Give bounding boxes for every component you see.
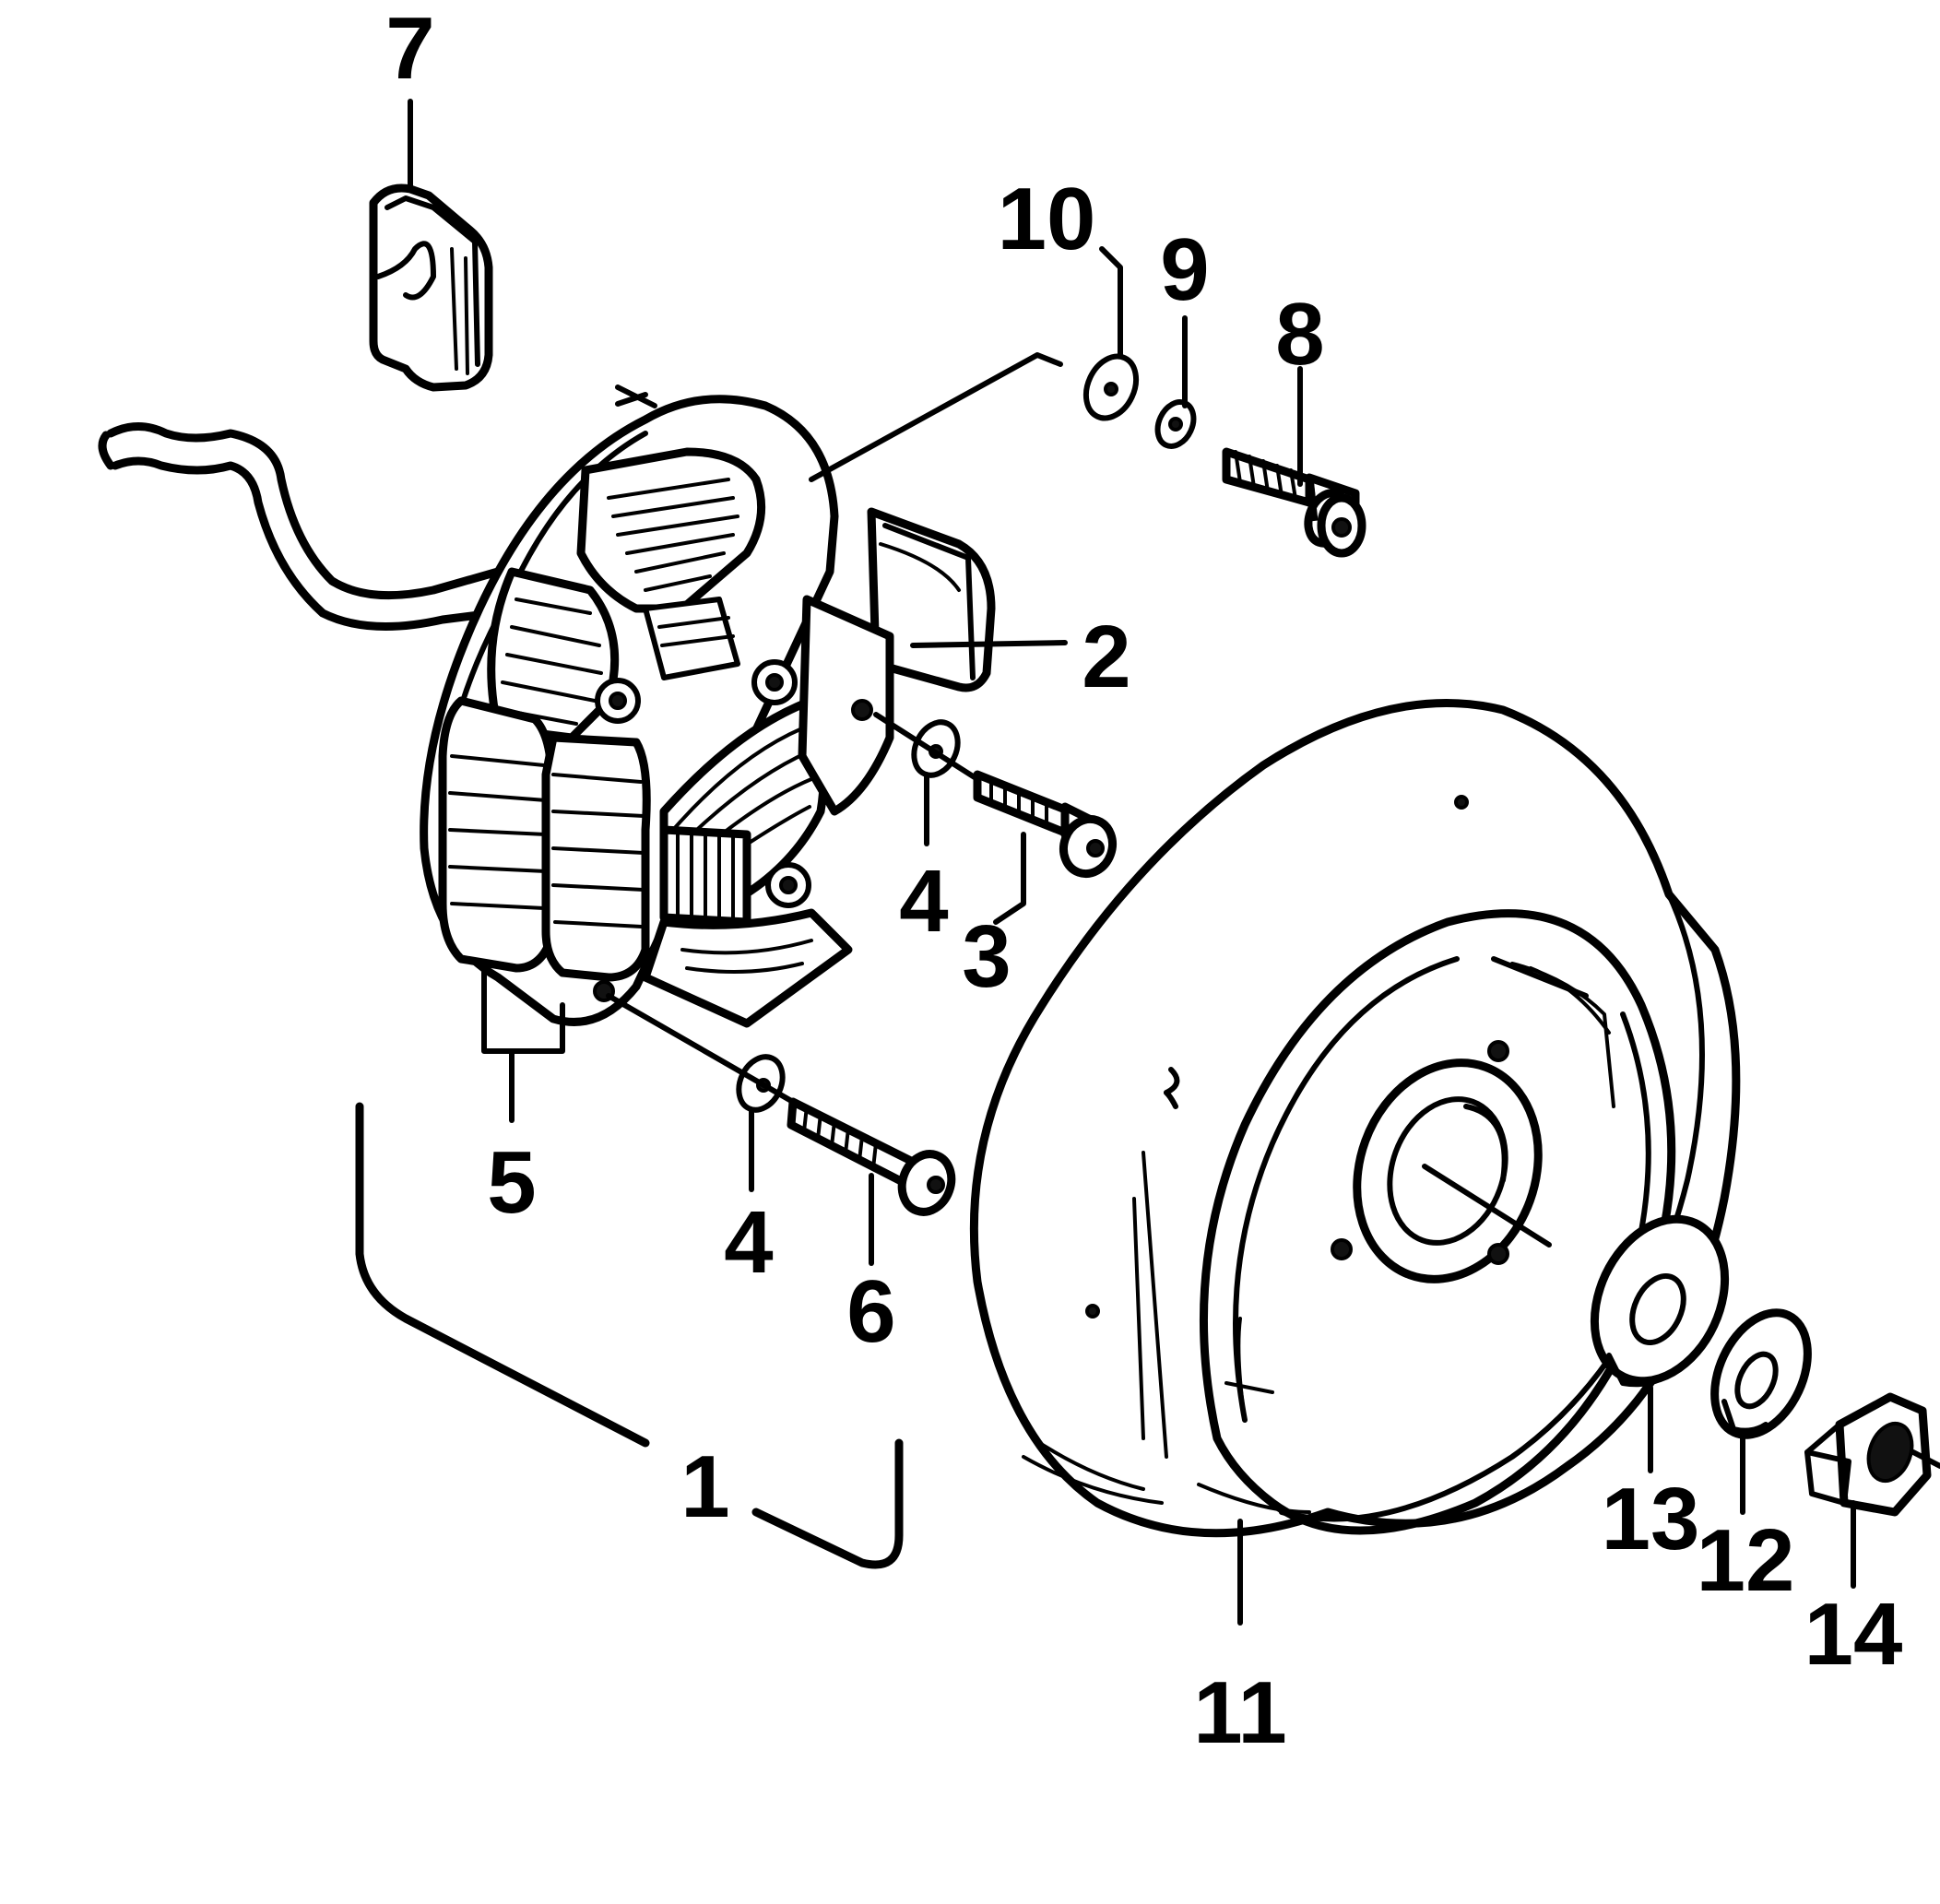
callout-9: 9 (1160, 220, 1209, 319)
washer-part-4-upper (911, 719, 961, 778)
nut-part-14 (1804, 1392, 1940, 1517)
flywheel-part-11 (969, 699, 1741, 1538)
callout-4b: 4 (724, 1193, 773, 1292)
callout-4a: 4 (899, 852, 948, 951)
callout-7: 7 (385, 0, 434, 98)
washer-part-10 (1082, 353, 1140, 421)
callout-10: 10 (998, 170, 1096, 268)
callout-11: 11 (1193, 1663, 1286, 1762)
callout-5: 5 (487, 1133, 536, 1232)
lockwasher-part-12 (1710, 1308, 1812, 1439)
screw-axis-3 (873, 712, 980, 782)
screw-axis-8 (809, 352, 1063, 482)
washer-part-13 (1590, 1214, 1730, 1388)
assembly-bracket-1-right (751, 1438, 904, 1569)
wire-harness (98, 422, 503, 632)
lockwasher-part-9 (1154, 399, 1197, 449)
callout-1: 1 (680, 1437, 729, 1536)
callout-13: 13 (1602, 1470, 1700, 1568)
stator-assembly (420, 384, 996, 1054)
leader-2 (910, 640, 1068, 648)
screw-part-6 (787, 1097, 956, 1216)
callout-3: 3 (962, 907, 1011, 1006)
callout-2: 2 (1082, 608, 1130, 706)
callout-8: 8 (1275, 285, 1324, 384)
grommet-part-7 (369, 183, 493, 392)
screw-axis-6 (606, 993, 796, 1105)
leader-10 (1099, 246, 1123, 358)
screw-part-3 (973, 770, 1117, 879)
callout-6: 6 (846, 1262, 895, 1361)
screw-part-8 (1222, 447, 1366, 558)
callout-14: 14 (1804, 1585, 1903, 1684)
assembly-bracket-1 (355, 1102, 650, 1448)
leader-3 (993, 832, 1026, 925)
callout-12: 12 (1697, 1511, 1795, 1610)
